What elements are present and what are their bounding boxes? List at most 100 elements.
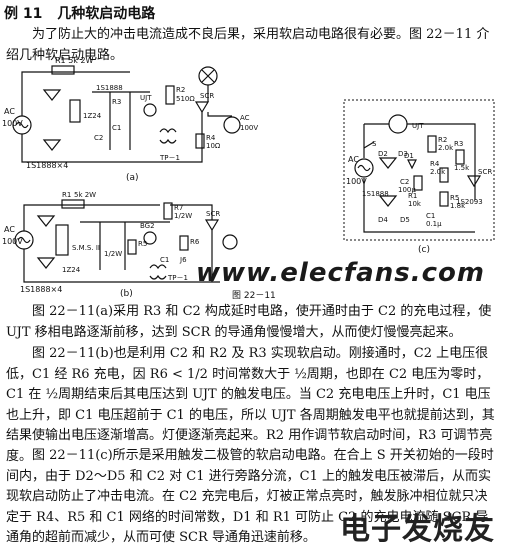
- ac-wave-b-icon: [17, 236, 31, 244]
- bg2-label-b: BG2: [140, 222, 155, 230]
- trigger-diode-label-c: 1S2093: [456, 198, 483, 206]
- r4-label-c: R4: [430, 160, 440, 168]
- example-number: 例 11: [4, 6, 43, 22]
- zener-label-b: 1Z24: [62, 266, 81, 274]
- circuit-b: AC 100V R1 5k 2W 1S1888×4 1Z24 S.M.S. II…: [2, 191, 238, 299]
- example-title: 例 11 几种软启动电路: [4, 3, 155, 23]
- resistor-r3-c-icon: [455, 149, 465, 165]
- paragraph-c: 图 22－11(c)所示是采用触发二极管的软启动电路。在合上 S 开关初始的一段…: [6, 448, 494, 545]
- example-heading: 几种软启动电路: [57, 6, 156, 22]
- scr-a-icon: [194, 101, 210, 114]
- resistor-r4-c-icon: [439, 167, 449, 183]
- diode-label-c: 1S1888: [362, 190, 389, 198]
- paragraph-b: 图 22－11(b)也是利用 C2 和 R2 及 R3 实现软启动。刚接通时，C…: [6, 346, 495, 464]
- c2-value-c: 100μ: [398, 186, 416, 194]
- r5-watt-b: 1/2W: [104, 250, 122, 258]
- r1-label-b: R1: [62, 191, 71, 199]
- c2-label-a: C2: [94, 134, 103, 142]
- ac-source-a2-icon: [223, 116, 241, 134]
- tp-label-b: TP－1: [167, 274, 188, 282]
- diode-label-a: 1S1888: [96, 84, 123, 92]
- scr-label-a: SCR: [200, 92, 214, 100]
- subcaption-c: (c): [418, 245, 430, 255]
- paragraph-intro: 为了防止大的冲击电流造成不良后果，采用软启动电路很有必要。图 22－11 介绍几…: [6, 27, 490, 63]
- ac-voltage-b: 100V: [2, 237, 23, 246]
- resistor-r1-b-icon: [61, 199, 85, 209]
- resistor-r5-b-icon: [127, 239, 137, 255]
- r2-value-c: 2.0k: [438, 144, 454, 152]
- zener-a-icon: [69, 99, 81, 123]
- c1-label-c: C1: [426, 212, 435, 220]
- bridge-diodes-a-icon: [42, 89, 62, 151]
- r1-value-c: 10k: [408, 200, 422, 208]
- r2-label-c: R2: [438, 136, 447, 144]
- ujt-label-c: UJT: [412, 122, 424, 130]
- d4-label-c: D4: [378, 216, 388, 224]
- r1-label-c: R1: [408, 192, 417, 200]
- resistor-r5-c-icon: [439, 191, 449, 207]
- resistor-r1-a-icon: [51, 65, 75, 75]
- lamp-b-icon: [222, 234, 238, 250]
- r3-value-c: 1.5k: [454, 164, 470, 172]
- resistor-r6-b-icon: [179, 235, 189, 251]
- circuit-c: UJT S AC 100V D2 D3 1S1888 D4 D5 R2 2.0k…: [343, 99, 495, 255]
- zener-label-a: 1Z24: [83, 112, 102, 120]
- resistor-r2-c-icon: [427, 135, 437, 153]
- c2-label-c: C2: [400, 178, 409, 186]
- circuit-figure: AC 100V R1 5k 2W 1S1888×4 1Z24 1S1888 R3…: [2, 56, 495, 300]
- watermark: www.elecfans.com: [196, 258, 485, 288]
- paragraph-a: 图 22－11(a)采用 R3 和 C2 构成延时电路，使开通时由于 C2 的充…: [6, 304, 492, 340]
- ac-label-c: AC: [348, 155, 359, 164]
- r7-value-b: 1/2W: [174, 212, 192, 220]
- site-logo-stamp: 电子发烧友: [340, 512, 495, 547]
- sms-label-b: S.M.S. II: [72, 244, 100, 252]
- figure-caption: 图 22－11: [232, 290, 276, 300]
- ac-label-a: AC: [4, 107, 15, 116]
- ac-label-a2: AC: [240, 114, 250, 122]
- resistor-r4-a-icon: [195, 133, 205, 149]
- d3-label-c: D3: [398, 150, 408, 158]
- ujt-label-a: UJT: [140, 94, 152, 102]
- r3-label-c: R3: [454, 140, 463, 148]
- r2-value-a: 510Ω: [176, 95, 195, 103]
- switch-c-icon: [363, 141, 375, 149]
- d1-icon: [407, 159, 417, 170]
- r1-value-b: 5k 2W: [74, 191, 96, 199]
- scr-label-c: SCR: [478, 168, 492, 176]
- zener-b-icon: [55, 224, 69, 256]
- bridge-diodes-c-icon: [378, 157, 398, 207]
- bridge-diodes-b-icon: [36, 215, 56, 269]
- subcaption-b: (b): [120, 289, 133, 299]
- scr-label-b: SCR: [206, 210, 220, 218]
- lamp-c-icon: [388, 114, 408, 134]
- resistor-r2-a-icon: [165, 85, 175, 105]
- r5-value-c: 1.8k: [450, 202, 466, 210]
- diode-set-b: 1S1888×4: [20, 285, 62, 294]
- ac-voltage-a2: 100V: [240, 124, 258, 132]
- ac-source-c-icon: [354, 158, 374, 178]
- subcaption-a: (a): [126, 173, 139, 183]
- r5-label-c: R5: [450, 194, 459, 202]
- ac-voltage-c: 100V: [346, 177, 367, 186]
- tp-label-a: TP－1: [159, 154, 180, 162]
- ujt-a-icon: [143, 103, 157, 117]
- r7-label-b: R7: [174, 204, 183, 212]
- d5-label-c: D5: [400, 216, 410, 224]
- r4-value-a: 10Ω: [206, 142, 221, 150]
- ac-wave-c-icon: [357, 164, 371, 172]
- jt-label-b: J6: [179, 256, 187, 264]
- transformer-a-icon: [159, 128, 177, 144]
- ac-wave-a-icon: [15, 121, 29, 129]
- r5-label-b: R5: [138, 240, 147, 248]
- resistor-r1-c-icon: [413, 175, 423, 191]
- r4-value-c: 2.0k: [430, 168, 446, 176]
- scr-c-icon: [466, 175, 482, 188]
- r2-label-a: R2: [176, 86, 185, 94]
- ac-voltage-a: 100V: [2, 119, 23, 128]
- switch-label-c: S: [372, 140, 377, 148]
- r6-label-b: R6: [190, 238, 200, 246]
- scr-b-icon: [204, 219, 220, 232]
- r1-label-a: R1 5k 2W: [55, 56, 94, 65]
- diode-set-a: 1S1888×4: [26, 161, 68, 170]
- bg2-transistor-icon: [143, 231, 157, 245]
